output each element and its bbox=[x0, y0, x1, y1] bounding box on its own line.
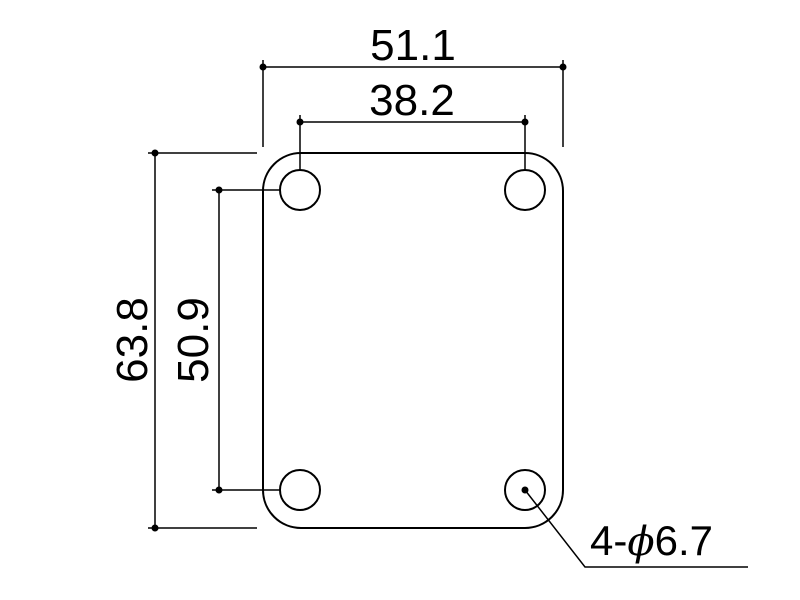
hole-top-right bbox=[504, 169, 546, 211]
hole-diameter-value: 6.7 bbox=[655, 517, 713, 564]
hole-spacing-height-label: 50.9 bbox=[169, 297, 218, 383]
hole-count-prefix: 4- bbox=[590, 517, 627, 564]
hole-callout: 4-ϕ6.7 bbox=[521, 486, 748, 568]
overall-height-dimension: 63.8 bbox=[108, 149, 257, 532]
hole-spacing-width-label: 38.2 bbox=[369, 76, 455, 125]
diameter-symbol: ϕ bbox=[627, 519, 654, 565]
hole-top-left bbox=[279, 169, 321, 211]
hole-bottom-left bbox=[279, 469, 321, 511]
overall-height-label: 63.8 bbox=[108, 297, 157, 383]
hole-spacing-height-dimension: 50.9 bbox=[169, 186, 280, 494]
plate-outline bbox=[262, 152, 564, 529]
overall-width-label: 51.1 bbox=[370, 21, 456, 70]
hole-bottom-right bbox=[504, 469, 546, 511]
hole-callout-label: 4-ϕ6.7 bbox=[590, 517, 713, 565]
overall-width-dimension: 51.1 bbox=[259, 21, 567, 147]
hole-spacing-width-dimension: 38.2 bbox=[296, 76, 529, 170]
